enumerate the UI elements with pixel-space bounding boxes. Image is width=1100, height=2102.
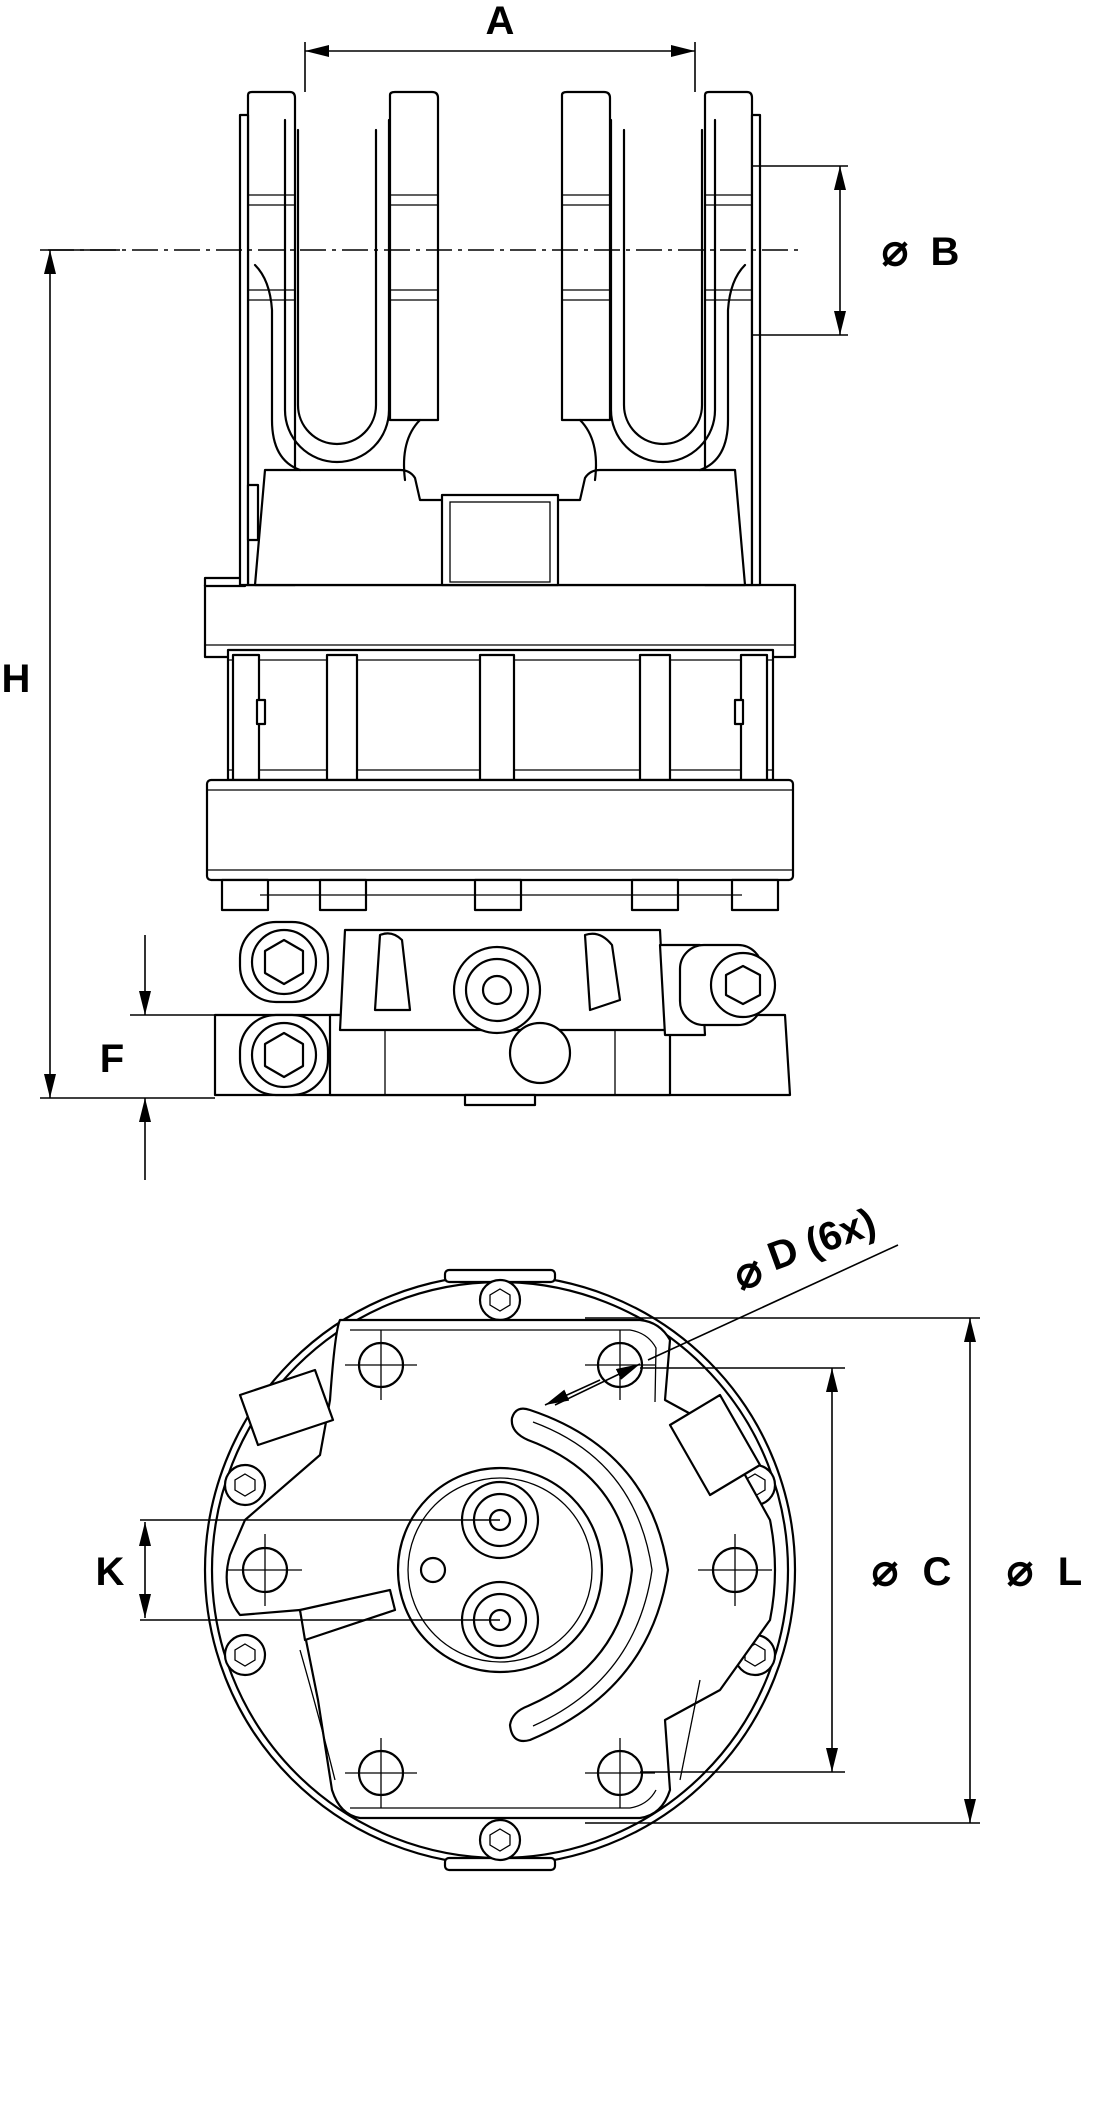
dimension-a-label: A bbox=[486, 0, 515, 43]
dimension-c: ⌀ C bbox=[640, 1367, 952, 1773]
dimension-l: ⌀ L bbox=[585, 1317, 1082, 1824]
hex-fitting-side bbox=[678, 943, 777, 1027]
hydraulic-motor bbox=[213, 920, 792, 1107]
hex-fitting-upper bbox=[238, 920, 330, 1004]
lower-ring bbox=[205, 778, 795, 882]
dimension-b-label: B bbox=[931, 230, 960, 274]
dimension-b: ⌀ B bbox=[752, 165, 960, 336]
dimension-h: H bbox=[2, 249, 215, 1099]
top-flange bbox=[203, 576, 797, 659]
clevis-yoke bbox=[238, 90, 762, 587]
mounting-holes bbox=[228, 1330, 772, 1808]
dimension-c-label: C bbox=[923, 1550, 952, 1594]
dimension-d-label: D (6x) bbox=[762, 1200, 881, 1279]
side-brackets bbox=[238, 1368, 762, 1781]
arc-slot bbox=[508, 1407, 670, 1743]
dimension-k: K bbox=[96, 1519, 500, 1621]
diameter-symbol-l: ⌀ bbox=[1007, 1546, 1034, 1595]
swivel-hub bbox=[396, 1466, 604, 1674]
plan-view bbox=[203, 1268, 797, 1872]
dimension-h-label: H bbox=[2, 657, 31, 701]
diameter-symbol-c: ⌀ bbox=[872, 1546, 899, 1595]
dimension-k-label: K bbox=[96, 1550, 125, 1594]
dimension-a: A bbox=[304, 0, 696, 92]
diameter-symbol-d: ⌀ bbox=[727, 1245, 769, 1300]
dimension-l-label: L bbox=[1058, 1550, 1082, 1594]
side-view bbox=[48, 90, 800, 1107]
hex-fitting-lower bbox=[238, 1013, 330, 1097]
dimension-f-label: F bbox=[100, 1037, 124, 1081]
diameter-symbol-b: ⌀ bbox=[882, 226, 909, 275]
housing-columns bbox=[226, 648, 775, 782]
dimension-f: F bbox=[100, 935, 215, 1180]
ring-bolts bbox=[220, 878, 780, 912]
